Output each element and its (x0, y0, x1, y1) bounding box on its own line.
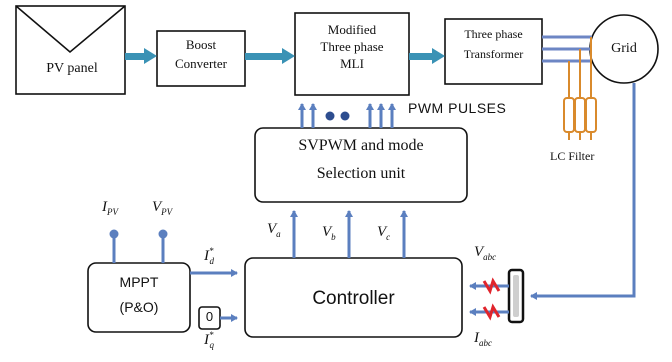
mli-line-1: Modified (327, 22, 377, 37)
transformer-label: Three phase Transformer (445, 27, 542, 62)
boost-converter-block (156, 30, 246, 87)
iq-ref-symbol: I*q (204, 330, 214, 350)
lc-filter (563, 37, 597, 140)
svpwm-block (254, 127, 468, 203)
vb-symbol: Vb (322, 224, 336, 242)
svpwm-label: SVPWM and mode Selection unit (255, 137, 467, 184)
reference-voltage-arrows (290, 210, 408, 258)
transformer-block (444, 18, 543, 85)
mppt-input-lines (109, 229, 168, 263)
controller-label: Controller (312, 288, 395, 309)
iabc-symbol: Iabc (474, 330, 492, 348)
pv-panel-label: PV panel (46, 61, 98, 76)
va-symbol: Va (267, 221, 281, 239)
vpv-symbol: VPV (152, 199, 173, 217)
pwm-pulses-label: PWM PULSES (408, 100, 507, 116)
mli-block (294, 12, 410, 96)
id-ref-symbol: I*d (204, 246, 214, 266)
svpwm-line-2: Selection unit (316, 165, 406, 183)
mli-label: Modified Three phase MLI (295, 22, 409, 72)
pwm-pulse-arrows (298, 103, 396, 128)
transformer-line-1: Three phase (464, 27, 523, 41)
ellipsis-dot (340, 111, 350, 121)
three-phase-lines (542, 35, 592, 63)
mppt-line-2: (P&O) (119, 299, 159, 316)
svpwm-line-1: SVPWM and mode (298, 137, 424, 154)
vc-symbol: Vc (377, 224, 391, 242)
pv-panel-block (15, 5, 126, 95)
sensor-core (513, 275, 519, 317)
sensor-break-marks (482, 277, 501, 321)
mppt-line-1: MPPT (119, 274, 159, 290)
boost-converter-label: Boost Converter (157, 37, 245, 72)
ellipsis-dot (325, 111, 335, 121)
vabc-symbol: Vabc (474, 244, 497, 262)
lc-filter-label: LC Filter (550, 149, 595, 163)
controller-block (244, 257, 463, 338)
grid-label: Grid (611, 41, 637, 56)
boost-line-2: Converter (175, 55, 227, 71)
power-flow-arrows (125, 48, 445, 64)
mppt-block (87, 262, 191, 333)
grid-feedback-line (530, 83, 636, 300)
mppt-label: MPPT (P&O) (88, 274, 190, 315)
measurement-arrows (469, 282, 509, 316)
zero-label: 0 (205, 309, 214, 324)
controller-input-arrows (190, 269, 238, 322)
mli-line-2: Three phase (320, 38, 384, 54)
ipv-symbol: IPV (102, 199, 118, 217)
boost-line-1: Boost (185, 37, 217, 52)
mli-line-3: MLI (340, 55, 364, 71)
transformer-line-2: Transformer (463, 46, 524, 61)
